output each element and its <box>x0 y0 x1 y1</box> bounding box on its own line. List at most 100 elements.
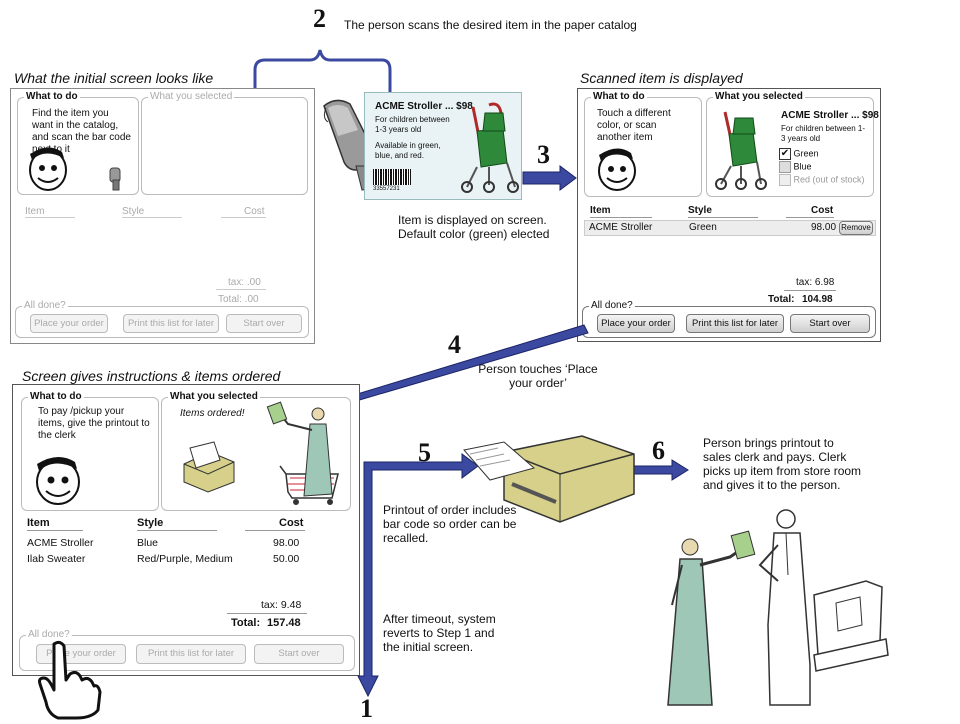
screen-3-caption: Screen gives instructions & items ordere… <box>22 368 281 384</box>
selection-title: What you selected <box>713 91 805 102</box>
todo-text: To pay /pickup your items, give the prin… <box>38 406 150 441</box>
total-value: 104.98 <box>802 294 833 305</box>
all-done-label: All done? <box>589 300 635 311</box>
todo-panel: What to do Touch a different color, or s… <box>584 91 702 197</box>
option-blue[interactable]: Blue <box>779 161 812 173</box>
selection-title: What you selected <box>168 391 260 402</box>
shopper-cart-icon <box>266 401 339 505</box>
option-red-label: Red (out of stock) <box>793 174 865 185</box>
start-over-button[interactable]: Start over <box>790 314 870 333</box>
checkbox-checked-icon: ✔ <box>779 148 791 160</box>
all-done-group: All done? Place your order Print this li… <box>15 300 309 338</box>
row-item: Ilab Sweater <box>27 553 86 565</box>
all-done-label: All done? <box>22 300 68 311</box>
table-row: Ilab Sweater Red/Purple, Medium 50.00 <box>13 553 359 567</box>
step-5-number: 5 <box>418 438 431 467</box>
col-item: Item <box>25 206 45 217</box>
option-red: Red (out of stock) <box>779 174 865 186</box>
place-order-button[interactable]: Place your order <box>597 314 675 333</box>
col-cost: Cost <box>244 206 265 217</box>
step-4-number: 4 <box>448 330 461 359</box>
item-name: ACME Stroller <box>781 110 849 121</box>
total-label: Total: <box>768 294 795 305</box>
step-3-number: 3 <box>537 140 550 169</box>
row-cost: 98.00 <box>811 222 837 233</box>
step-2-text: The person scans the desired item in the… <box>344 18 637 32</box>
todo-title: What to do <box>24 91 80 102</box>
selection-panel: What you selected Items ordered! <box>161 391 351 511</box>
place-order-button[interactable]: Place your order <box>30 314 108 333</box>
scanner-small-icon <box>109 167 121 191</box>
col-cost: Cost <box>279 517 304 529</box>
step-4-text: Person touches ‘Place your order’ <box>478 362 598 390</box>
print-list-button[interactable]: Print this list for later <box>123 314 219 333</box>
selection-panel: What you selected ACME Stroller ... $98 … <box>706 91 879 197</box>
catalog-availability: Available in green, blue, and red. <box>375 141 441 160</box>
col-cost: Cost <box>811 205 834 216</box>
todo-title: What to do <box>591 91 647 102</box>
catalog-page: ACME Stroller ... $98 For children betwe… <box>364 92 522 200</box>
todo-panel: What to do To pay /pickup your items, gi… <box>21 391 159 511</box>
tax: tax: 9.48 <box>261 599 302 611</box>
row-cost: 98.00 <box>273 537 300 549</box>
start-over-button[interactable]: Start over <box>254 644 344 664</box>
row-item: ACME Stroller <box>27 537 94 549</box>
option-blue-label: Blue <box>793 161 812 172</box>
option-green[interactable]: ✔ Green <box>779 148 819 160</box>
all-done-label: All done? <box>26 629 72 640</box>
step-2-number: 2 <box>313 4 326 33</box>
table-row: ACME Stroller Blue 98.00 <box>13 537 359 551</box>
catalog-barcode-number: 33557231 <box>373 186 400 192</box>
clerk-customer-illustration <box>667 509 889 706</box>
tax: tax: 6.98 <box>796 277 835 288</box>
printer-icon <box>183 441 235 493</box>
todo-text: Touch a different color, or scan another… <box>597 108 671 143</box>
table-row[interactable]: ACME Stroller Green 98.00 Remove <box>584 220 876 236</box>
selection-panel: What you selected <box>141 91 308 195</box>
step-6-text: Person brings printout to sales clerk an… <box>703 436 862 492</box>
screen-2-caption: Scanned item is displayed <box>580 70 743 86</box>
row-item: ACME Stroller <box>589 222 653 233</box>
row-style: Red/Purple, Medium <box>137 553 233 565</box>
face-icon <box>36 456 80 505</box>
checkbox-icon <box>779 161 791 173</box>
initial-screen: What to do Find the item you want in the… <box>10 88 315 344</box>
step-3-text: Item is displayed on screen. Default col… <box>398 213 550 241</box>
total-value: 157.48 <box>267 617 301 629</box>
selection-title: What you selected <box>148 91 235 102</box>
col-style: Style <box>688 205 712 216</box>
item-desc: For children between 1-3 years old <box>781 124 866 143</box>
total: Total: .00 <box>218 294 259 305</box>
todo-panel: What to do Find the item you want in the… <box>17 91 139 195</box>
col-item: Item <box>27 517 50 529</box>
step-6-number: 6 <box>652 436 665 465</box>
step-5-text: Printout of order includes bar code so o… <box>383 503 517 545</box>
items-ordered-text: Items ordered! <box>180 408 245 419</box>
checkbox-disabled-icon <box>779 174 791 186</box>
stroller-icon <box>715 111 767 190</box>
total-label: Total: <box>231 617 261 629</box>
row-style: Green <box>689 222 717 233</box>
catalog-item-desc: For children between 1-3 years old <box>375 115 450 134</box>
catalog-item-name: ACME Stroller <box>375 101 443 112</box>
all-done-group: All done? Place your order Print this li… <box>582 300 876 338</box>
step-1-text: After timeout, system reverts to Step 1 … <box>383 612 496 654</box>
face-icon <box>29 147 67 191</box>
item-price: ... $98 <box>851 110 879 121</box>
row-cost: 50.00 <box>273 553 300 565</box>
tax: tax: .00 <box>228 277 261 288</box>
step-1-number: 1 <box>360 694 373 723</box>
print-list-button[interactable]: Print this list for later <box>136 644 246 664</box>
start-over-button[interactable]: Start over <box>226 314 302 333</box>
remove-button[interactable]: Remove <box>839 221 873 235</box>
catalog-barcode <box>373 169 411 185</box>
todo-title: What to do <box>28 391 84 402</box>
printer-large-icon <box>463 435 635 523</box>
col-item: Item <box>590 205 611 216</box>
print-list-button[interactable]: Print this list for later <box>686 314 784 333</box>
pointing-hand-icon <box>38 640 102 720</box>
screen-1-caption: What the initial screen looks like <box>14 70 214 86</box>
